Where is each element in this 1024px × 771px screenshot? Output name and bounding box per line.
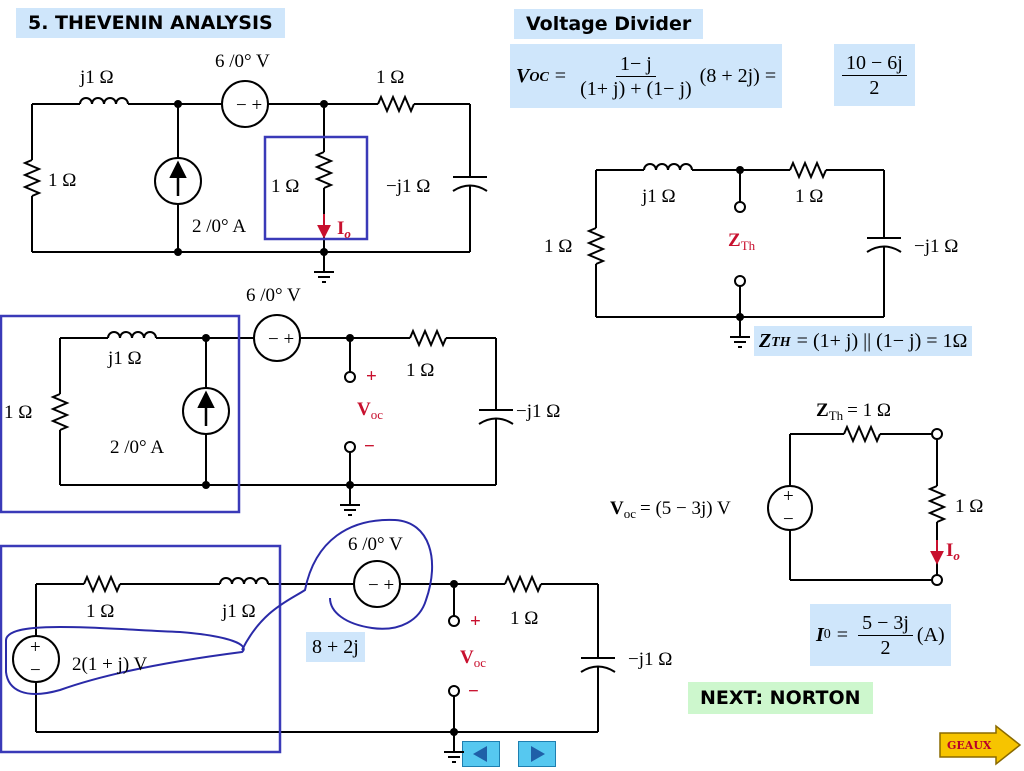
circuit-1 <box>22 80 488 283</box>
voc-res-num: 10 − 6j <box>842 52 907 76</box>
next-slide-button[interactable] <box>518 741 556 767</box>
zth-lhs-sub: TH <box>771 335 791 350</box>
hand-drawn-circle-source <box>5 626 245 695</box>
c1-vs-label: 6 /0° V <box>215 51 270 72</box>
c3-plus-label: + <box>470 611 481 632</box>
c2-r-top-label: 1 Ω <box>406 360 434 381</box>
c1-inductor-label: j1 Ω <box>79 67 114 88</box>
c1-io-label: Io <box>337 218 351 241</box>
io-den: 2 <box>880 636 891 659</box>
c3-src-label: 2(1 + j) V <box>72 654 148 675</box>
c2-minus-label: − <box>364 436 375 457</box>
minus-icon: − <box>30 660 41 681</box>
voc-lhs-sub: OC <box>529 70 549 85</box>
hand-drawn-circle-vs <box>241 518 434 651</box>
c2-is-label: 2 /0° A <box>110 437 164 458</box>
c3-r-top-label: 1 Ω <box>510 608 538 629</box>
circuit-3 <box>12 560 616 763</box>
voc-lhs: V <box>516 64 530 87</box>
c1-r-mid-label: 1 Ω <box>271 176 299 197</box>
c2-vs-label: 6 /0° V <box>246 285 301 306</box>
c5-zth-label: ZTh= 1 Ω <box>816 400 891 423</box>
zth-rhs: = (1+ j) || (1− j) = 1Ω <box>796 329 968 352</box>
c4-inductor-label: j1 Ω <box>641 186 676 207</box>
circuit-2-nodes <box>202 334 354 489</box>
c2-cap-label: −j1 Ω <box>516 401 560 422</box>
c2-plus-label: + <box>366 366 377 387</box>
geaux-arrow-icon <box>939 724 1022 766</box>
c5-voc-label: Voc= (5 − 3j) V <box>610 498 731 521</box>
c3-inductor-label: j1 Ω <box>221 601 256 622</box>
prev-slide-button[interactable] <box>462 741 500 767</box>
zth-lhs: Z <box>759 329 772 352</box>
voc-factor: (8 + 2j) = <box>699 64 777 87</box>
c3-cap-label: −j1 Ω <box>628 649 672 670</box>
c4-zth-label: ZTh <box>728 230 756 253</box>
highlight-box-2 <box>0 314 241 514</box>
highlight-box-1 <box>263 135 369 241</box>
circuit-5 <box>767 424 947 586</box>
c5-r-label: 1 Ω <box>955 496 983 517</box>
highlight-box-3 <box>0 544 282 754</box>
circuit-2 <box>50 314 514 516</box>
io-lhs-sub: 0 <box>823 627 831 642</box>
voc-den: (1+ j) + (1− j) <box>580 77 692 100</box>
c3-r1-label: 1 Ω <box>86 601 114 622</box>
plus-icon: + <box>783 486 794 507</box>
next-norton-label: NEXT: NORTON <box>688 682 873 714</box>
c1-r-top-label: 1 Ω <box>376 67 404 88</box>
minus-plus-icon: − + <box>268 329 294 350</box>
voltage-divider-title: Voltage Divider <box>514 9 704 39</box>
left-arrow-icon <box>473 746 487 762</box>
c3-voc-label: Voc <box>460 647 486 670</box>
c4-cap-label: −j1 Ω <box>914 236 958 257</box>
voc-num: 1− j <box>615 53 656 77</box>
source-value-label: 8 + 2j <box>306 632 365 662</box>
io-unit: (A) <box>916 623 945 646</box>
circuit-4 <box>586 160 902 348</box>
minus-plus-icon: − + <box>368 575 394 596</box>
c3-minus-label: − <box>468 681 479 702</box>
c2-r-left-label: 1 Ω <box>4 402 32 423</box>
circuit-4-nodes <box>736 166 744 321</box>
c1-cap-label: −j1 Ω <box>386 176 430 197</box>
c3-vs-label: 6 /0° V <box>348 534 403 555</box>
c2-inductor-label: j1 Ω <box>107 348 142 369</box>
circuit-3-nodes <box>450 580 458 736</box>
c4-r-left-label: 1 Ω <box>544 236 572 257</box>
plus-icon: + <box>30 637 41 658</box>
minus-plus-icon: − + <box>236 95 262 116</box>
geaux-button[interactable]: GEAUX <box>938 724 1022 766</box>
minus-icon: − <box>783 509 794 530</box>
io-num: 5 − 3j <box>858 612 913 636</box>
c5-io-label: Io <box>946 540 960 563</box>
voc-res-den: 2 <box>869 76 880 99</box>
circuit-1-nodes <box>174 100 328 256</box>
right-arrow-icon <box>531 746 545 762</box>
c1-is-label: 2 /0° A <box>192 216 246 237</box>
slide-title: 5. THEVENIN ANALYSIS <box>16 8 285 38</box>
geaux-label: GEAUX <box>947 739 992 752</box>
c2-voc-label: Voc <box>357 399 383 422</box>
io-lhs: I <box>816 623 824 646</box>
c1-r-left-label: 1 Ω <box>48 170 76 191</box>
c4-r-top-label: 1 Ω <box>795 186 823 207</box>
